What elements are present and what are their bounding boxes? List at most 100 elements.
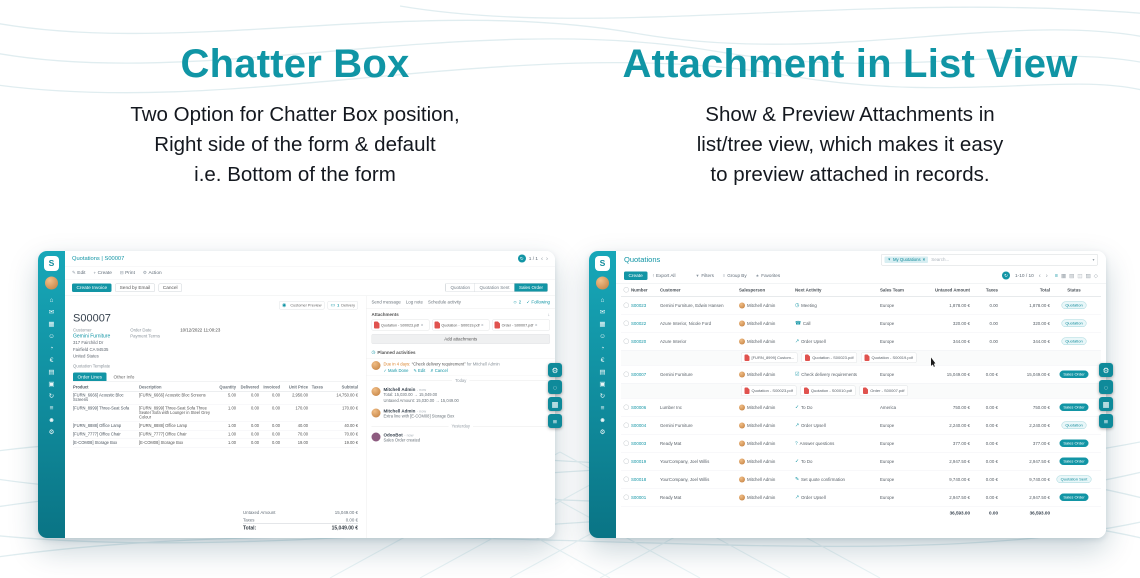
- dashboard-icon[interactable]: ▤: [599, 368, 606, 376]
- row-checkbox[interactable]: [623, 320, 629, 326]
- followers-button[interactable]: ☺2: [513, 300, 521, 305]
- cell-next-activity[interactable]: ◷Meeting: [795, 303, 880, 309]
- row-checkbox[interactable]: [623, 338, 629, 344]
- edit-button[interactable]: ✎Edit: [72, 270, 85, 276]
- purchase-icon[interactable]: ↻: [48, 392, 55, 400]
- table-row[interactable]: S00001 Ready Mat Mitchell Admin ↗Order U…: [621, 489, 1101, 507]
- crm-icon[interactable]: ◔: [600, 344, 605, 352]
- col-taxes[interactable]: Taxes: [311, 384, 323, 390]
- cell-next-activity[interactable]: ✓To Do: [795, 405, 880, 411]
- table-row[interactable]: S00020 Azure Interior Mitchell Admin ↗Or…: [621, 333, 1101, 351]
- kanban-view-icon[interactable]: ▦: [1060, 272, 1067, 279]
- customizer-menu-icon[interactable]: ≡: [1099, 414, 1113, 428]
- col-total[interactable]: Total: [1039, 287, 1050, 293]
- customizer-apps-icon[interactable]: ▦: [548, 397, 562, 411]
- col-untaxed-amount[interactable]: Untaxed Amount: [934, 287, 970, 293]
- create-button[interactable]: Create: [624, 271, 648, 280]
- table-row[interactable]: S00019 YourCompany, Joel Willis Mitchell…: [621, 453, 1101, 471]
- cell-number[interactable]: S00006: [631, 404, 647, 410]
- select-all-checkbox[interactable]: [623, 287, 629, 293]
- create-button[interactable]: +Create: [93, 270, 111, 276]
- cell-next-activity[interactable]: ☑Check delivery requirements: [795, 372, 880, 378]
- cell-next-activity[interactable]: ↗Order Upsell: [795, 339, 880, 345]
- row-checkbox[interactable]: [623, 494, 629, 500]
- search-caret-icon[interactable]: ▾: [1092, 257, 1095, 262]
- row-checkbox[interactable]: [623, 440, 629, 446]
- col-next-activity[interactable]: Next Activity: [795, 287, 822, 293]
- table-row[interactable]: S00004 Gemini Furniture Mitchell Admin ↗…: [621, 417, 1101, 435]
- map-view-icon[interactable]: ◇: [1093, 272, 1098, 279]
- favorites-button[interactable]: ★Favorites: [756, 273, 780, 278]
- attachment-chip[interactable]: Quotation - S00010.pdf: [800, 385, 856, 396]
- col-unit-price[interactable]: Unit Price: [288, 384, 308, 390]
- customizer-apps-icon[interactable]: ▦: [1099, 397, 1113, 411]
- sales-icon[interactable]: €: [49, 356, 54, 364]
- group-by-button[interactable]: ≡Group By: [723, 273, 747, 278]
- table-row[interactable]: S00006 Lumber Inc Mitchell Admin ✓To Do …: [621, 399, 1101, 417]
- app-logo[interactable]: S: [44, 256, 59, 271]
- search-input[interactable]: Search...: [931, 257, 950, 262]
- row-checkbox[interactable]: [623, 458, 629, 464]
- col-status[interactable]: Status: [1067, 287, 1081, 293]
- cell-next-activity[interactable]: ✓To Do: [795, 459, 880, 465]
- table-row[interactable]: S00007 Gemini Furniture Mitchell Admin ☑…: [621, 366, 1101, 384]
- accounting-icon[interactable]: ≡: [600, 404, 605, 412]
- col-sales-team[interactable]: Sales Team: [880, 287, 904, 293]
- cell-number[interactable]: S00004: [631, 422, 647, 428]
- customizer-search-icon[interactable]: ◌: [548, 380, 562, 394]
- col-number[interactable]: Number: [631, 287, 648, 293]
- order-line-row[interactable]: [E-COM08] Storage Box [E-COM08] Storage …: [73, 439, 358, 448]
- app-logo[interactable]: S: [595, 256, 610, 271]
- search-bar[interactable]: ▼ My Quotations × Search... ▾: [881, 253, 1098, 266]
- customer-link[interactable]: Gemini Furniture: [73, 333, 111, 339]
- refresh-button[interactable]: ↻: [1001, 271, 1010, 280]
- settings-icon[interactable]: ⚙: [48, 428, 55, 436]
- col-delivered[interactable]: Delivered: [240, 384, 259, 390]
- cell-number[interactable]: S00022: [631, 320, 647, 326]
- employees-icon[interactable]: ☻: [599, 416, 606, 424]
- refresh-button[interactable]: ↻: [517, 254, 526, 263]
- col-customer[interactable]: Customer: [660, 287, 681, 293]
- cell-number[interactable]: S00001: [631, 494, 647, 500]
- pager-prev-icon[interactable]: ‹: [1038, 272, 1041, 279]
- settings-icon[interactable]: ⚙: [599, 428, 606, 436]
- send-by-email-button[interactable]: Send by Email: [115, 283, 155, 292]
- accounting-icon[interactable]: ≡: [49, 404, 54, 412]
- crm-icon[interactable]: ◔: [49, 344, 54, 352]
- create-invoice-button[interactable]: Create Invoice: [72, 283, 112, 292]
- order-line-row[interactable]: [FURN_7777] Office Chair [FURN_7777] Off…: [73, 430, 358, 439]
- table-row[interactable]: S00018 YourCompany, Joel Willis Mitchell…: [621, 471, 1101, 489]
- pager-prev-icon[interactable]: ‹: [541, 255, 543, 262]
- attachment-chip[interactable]: Order - S00007.pdf: [859, 385, 908, 396]
- table-row[interactable]: S00023 Gemini Furniture, Edwin Hansen Mi…: [621, 297, 1101, 315]
- list-view-icon[interactable]: ≡: [1054, 272, 1058, 279]
- attachment-chip[interactable]: Quotation - S00023.pdf: [801, 352, 858, 363]
- cell-number[interactable]: S00007: [631, 371, 647, 377]
- attachment-card[interactable]: Quotation - S00019.pdf×: [431, 319, 490, 331]
- dashboard-icon[interactable]: ▤: [48, 368, 55, 376]
- notebook-tab[interactable]: Other Info: [113, 373, 135, 380]
- statusbar-step[interactable]: Quotation Sent: [474, 283, 514, 292]
- discuss-icon[interactable]: ✉: [48, 308, 55, 316]
- statusbar-step[interactable]: Quotation: [445, 283, 475, 292]
- add-attachments-button[interactable]: Add attachments: [371, 334, 550, 344]
- home-icon[interactable]: ⌂: [49, 296, 54, 304]
- contacts-icon[interactable]: ☺: [599, 332, 606, 340]
- pager-next-icon[interactable]: ›: [546, 255, 548, 262]
- calendar-view-icon[interactable]: ▤: [1069, 272, 1075, 279]
- customizer-settings-icon[interactable]: ⚙: [548, 363, 562, 377]
- order-line-row[interactable]: [FURN_6666] Acoustic Bloc Screens [FURN_…: [73, 391, 358, 405]
- employees-icon[interactable]: ☻: [48, 416, 55, 424]
- calendar-icon[interactable]: ▦: [48, 320, 55, 328]
- activity-edit-button[interactable]: ✎Edit: [414, 368, 426, 373]
- customizer-search-icon[interactable]: ◌: [1099, 380, 1113, 394]
- user-avatar[interactable]: [45, 276, 58, 290]
- attachment-card[interactable]: Order - S00007.pdf×: [492, 319, 551, 331]
- cell-number[interactable]: S00018: [631, 476, 647, 482]
- row-checkbox[interactable]: [623, 404, 629, 410]
- cell-next-activity[interactable]: ?Answer questions: [795, 441, 880, 447]
- search-facet[interactable]: ▼ My Quotations ×: [884, 256, 929, 263]
- col-salesperson[interactable]: Salesperson: [739, 287, 766, 293]
- row-checkbox[interactable]: [623, 422, 629, 428]
